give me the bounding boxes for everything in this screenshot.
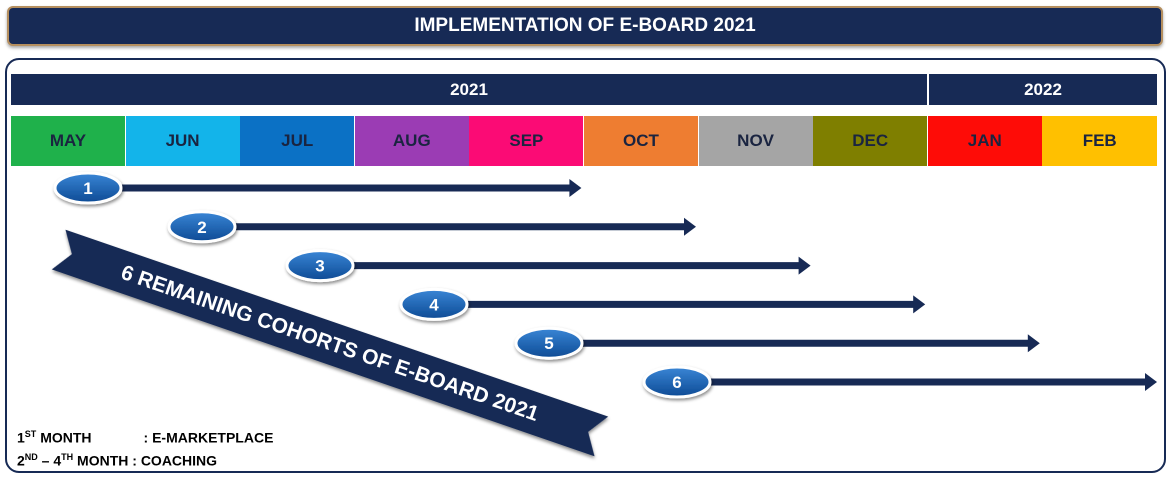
legend-line-2: 2ND – 4TH MONTH : COACHING	[17, 452, 217, 469]
cohort-5-badge: 5	[514, 326, 584, 360]
month-cell-dec: DEC	[813, 116, 928, 166]
legend-2-sup2: TH	[61, 452, 74, 462]
legend-2-term: 2	[17, 452, 25, 469]
month-cell-oct: OCT	[584, 116, 698, 166]
month-cell-sep: SEP	[469, 116, 584, 166]
cohorts-banner-text: 6 REMAINING COHORTS OF E-BOARD 2021	[118, 261, 542, 426]
cohort-4-arrowhead	[913, 295, 926, 314]
cohort-3-number: 3	[315, 257, 324, 276]
cohort-2-badge: 2	[167, 210, 237, 244]
legend-2-value: : COACHING	[132, 452, 218, 469]
cohort-6-arrowhead	[1145, 373, 1157, 391]
legend-1-rest: MONTH	[36, 429, 92, 446]
cohort-2-arrowhead	[684, 217, 696, 236]
cohort-1-arrowhead	[569, 179, 582, 197]
legend-2-rest: MONTH	[73, 452, 129, 469]
cohort-1-badge: 1	[53, 171, 123, 205]
cohort-3-badge: 3	[285, 249, 355, 283]
legend-2-mid: – 4	[37, 452, 62, 469]
timeline-frame	[5, 58, 1166, 473]
month-cell-may: MAY	[11, 116, 125, 166]
legend-line-1: 1ST MONTH : E-MARKETPLACE	[17, 429, 273, 446]
month-cell-jan: JAN	[927, 116, 1042, 166]
month-cell-nov: NOV	[698, 116, 813, 166]
cohort-4-number: 4	[429, 295, 439, 314]
cohort-6-number: 6	[672, 373, 681, 392]
month-cell-jul: JUL	[240, 116, 355, 166]
month-cell-aug: AUG	[354, 116, 469, 166]
cohort-2-number: 2	[197, 218, 206, 237]
cohort-5-number: 5	[544, 334, 553, 353]
year-header-2021: 2021	[11, 74, 927, 105]
cohort-5-arrowhead	[1027, 334, 1040, 353]
legend-1-value: : E-MARKETPLACE	[143, 429, 274, 446]
legend-2-sup: ND	[24, 452, 38, 462]
legend-1-term: 1	[17, 429, 25, 446]
cohort-4-badge: 4	[399, 287, 469, 321]
month-cell-jun: JUN	[125, 116, 240, 166]
cohort-6-badge: 6	[642, 365, 712, 399]
year-header-2022: 2022	[929, 74, 1157, 105]
legend-1-sup: ST	[24, 429, 37, 439]
cohort-3-arrowhead	[798, 256, 811, 275]
cohort-1-number: 1	[83, 179, 92, 198]
page-title: IMPLEMENTATION OF E-BOARD 2021	[7, 6, 1163, 46]
month-cell-feb: FEB	[1042, 116, 1157, 166]
